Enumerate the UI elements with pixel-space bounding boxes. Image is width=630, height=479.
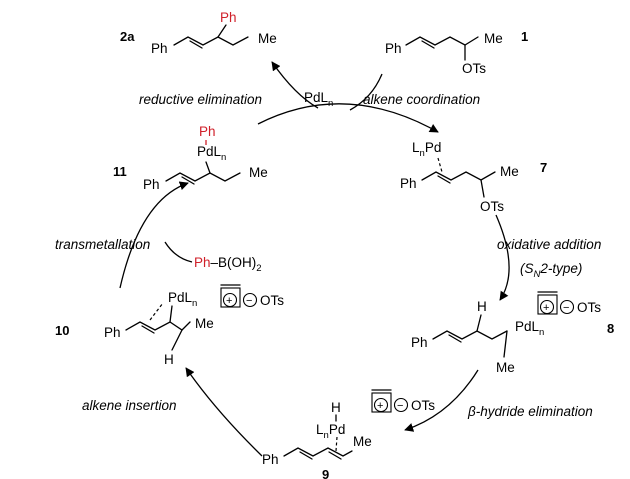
compound-11: 11 Ph PdLn Ph Me	[113, 124, 268, 192]
plus-sign: +	[226, 295, 232, 307]
bond-skeleton	[173, 36, 249, 46]
minus-sign: −	[397, 400, 403, 412]
bond-me	[503, 330, 508, 358]
arrow-transmetallation	[119, 181, 189, 289]
bond-skeleton	[283, 447, 353, 457]
compound-10: 10 PdLn + − OTs Ph Me H	[55, 284, 284, 367]
bond-double	[189, 40, 203, 49]
arrow-alkene-coordination-entry	[349, 73, 383, 111]
compound-8: H Ph PdLn Me + − OTs 8	[411, 291, 614, 375]
atom-me: Me	[484, 31, 503, 46]
label-reductive-elimination: reductive elimination	[139, 92, 262, 107]
atom-me: Me	[353, 434, 372, 449]
atom-ph: Ph	[400, 176, 417, 191]
bond-pd-dashed	[149, 302, 164, 321]
atom-pdln: PdLn	[197, 144, 226, 163]
bond-double	[421, 40, 435, 49]
atom-lnpd: LnPd	[316, 422, 345, 441]
atom-ph: Ph	[151, 41, 168, 56]
label-oxidative-addition: oxidative addition	[497, 237, 601, 252]
minus-circle	[559, 299, 575, 315]
atom-me: Me	[496, 360, 515, 375]
compound-number: 2a	[120, 29, 135, 44]
label-transmetallation: transmetallation	[55, 237, 150, 252]
compound-1: Ph Me OTs 1	[385, 29, 528, 76]
bond-pd-dashed	[437, 157, 443, 173]
atom-h: H	[477, 299, 487, 314]
plus-circle	[222, 292, 238, 308]
bond-double-1	[299, 451, 313, 460]
atom-h: H	[164, 352, 174, 367]
arrow-beta-hydride-elimination	[404, 369, 479, 432]
atom-ots: OTs	[260, 293, 284, 308]
compound-number: 9	[322, 467, 329, 479]
atom-pdln: PdLn	[168, 290, 197, 309]
atom-ots: OTs	[411, 398, 435, 413]
bond-skeleton	[405, 36, 479, 46]
arrow-alkene-insertion	[185, 367, 263, 457]
bond-skeleton	[432, 330, 508, 340]
bond-skeleton	[125, 321, 191, 331]
catalyst-pdln: PdLn	[304, 90, 333, 109]
atom-me: Me	[258, 31, 277, 46]
label-beta-hydride-elimination: β-hydride elimination	[467, 404, 593, 419]
atom-ph-red: Ph	[220, 10, 237, 25]
compound-number: 7	[540, 160, 547, 175]
plus-sign: +	[377, 400, 383, 412]
minus-circle	[393, 397, 409, 413]
arrow-oxidative-addition	[495, 214, 510, 301]
minus-sign: −	[563, 302, 569, 314]
bond-pd	[169, 305, 173, 323]
compound-2a: 2a Ph Ph Me	[120, 10, 277, 56]
atom-h: H	[331, 400, 341, 415]
label-alkene-coordination: alkene coordination	[363, 92, 480, 107]
compound-7: LnPd Ph Me OTs 7	[400, 140, 547, 214]
bond-branch	[217, 24, 227, 38]
bond-double	[141, 325, 155, 334]
bond-double-2	[328, 451, 342, 460]
atom-lnpd: LnPd	[412, 140, 441, 159]
atom-ots: OTs	[480, 199, 504, 214]
arrow-reductive-elimination-exit	[271, 61, 319, 109]
bond-skeleton	[165, 172, 241, 182]
label-sn2-type: (SN2-type)	[520, 261, 582, 280]
bond-pd-dashed	[335, 436, 338, 452]
label-alkene-insertion: alkene insertion	[82, 398, 177, 413]
minus-circle	[242, 292, 258, 308]
bond-skeleton	[421, 171, 496, 181]
atom-ph: Ph	[104, 325, 121, 340]
atom-me: Me	[500, 164, 519, 179]
reagent-phenylboronic-acid: Ph–B(OH)2	[194, 255, 262, 274]
atom-ph: Ph	[143, 177, 160, 192]
arrow-transmetallation-entry	[164, 241, 193, 263]
compound-number: 1	[521, 29, 528, 44]
atom-ph: Ph	[411, 335, 428, 350]
compound-number: 11	[113, 164, 127, 179]
plus-circle	[539, 299, 555, 315]
bond-h	[171, 329, 183, 351]
atom-ph: Ph	[385, 41, 402, 56]
bond-pd	[205, 161, 211, 174]
bond-double	[448, 334, 462, 343]
atom-ots: OTs	[462, 61, 486, 76]
bond-ots	[480, 179, 485, 198]
bond-double	[181, 176, 195, 185]
atom-ph: Ph	[262, 452, 279, 467]
atom-me: Me	[195, 316, 214, 331]
arrow-cycle-top-right	[257, 103, 439, 133]
atom-ots: OTs	[577, 300, 601, 315]
plus-circle	[373, 397, 389, 413]
atom-me: Me	[249, 165, 268, 180]
compound-9: H LnPd Ph Me 9 + − OTs	[262, 389, 435, 479]
bond-h	[476, 314, 482, 332]
compound-number: 8	[607, 321, 614, 336]
bond-double	[437, 175, 451, 184]
atom-ph-red: Ph	[199, 124, 216, 139]
minus-sign: −	[246, 295, 252, 307]
compound-number: 10	[55, 323, 69, 338]
atom-pdln: PdLn	[515, 319, 544, 338]
plus-sign: +	[543, 302, 549, 314]
